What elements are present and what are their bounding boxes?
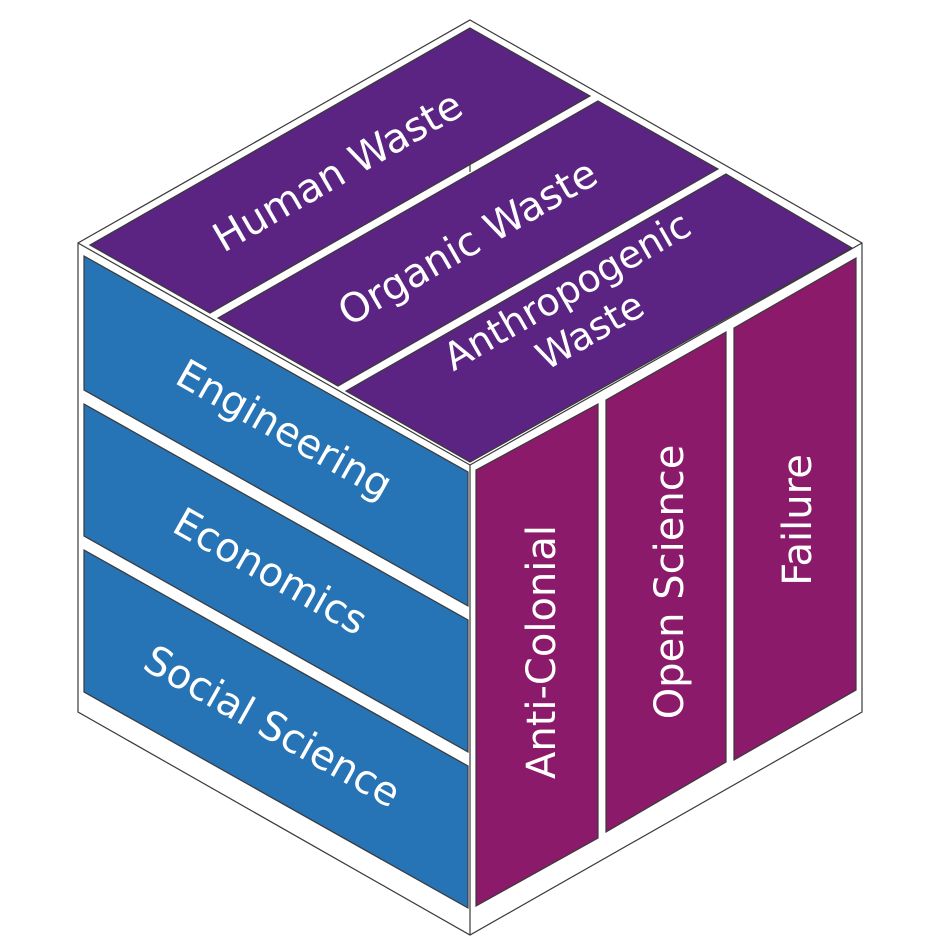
right-column-failure: [733, 256, 857, 762]
right-label-anti-colonial: Anti-Colonial: [519, 525, 565, 779]
right-column-anti-colonial: [475, 402, 599, 908]
right-column-open-science: [605, 330, 727, 834]
left-band-engineering: [83, 254, 469, 608]
left-face: Engineering Economics Social Science: [82, 254, 470, 910]
left-band-social-science: [83, 548, 469, 910]
top-strip-human-waste: [88, 27, 592, 314]
top-face: Human Waste Organic Waste Anthropogenic …: [88, 27, 854, 463]
right-face: Anti-Colonial Open Science Failure: [475, 256, 857, 908]
right-label-failure: Failure: [775, 454, 821, 586]
right-label-open-science: Open Science: [647, 445, 693, 720]
top-strip-organic-waste: [216, 100, 720, 387]
cube-outline: [77, 19, 863, 936]
top-strip-anthropogenic-waste: [344, 173, 854, 463]
left-band-economics: [83, 402, 469, 754]
